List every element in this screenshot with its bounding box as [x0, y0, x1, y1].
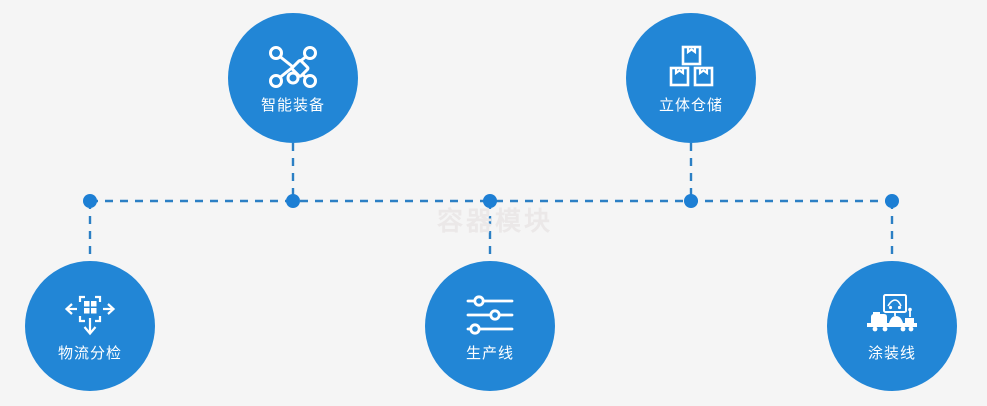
dot-coating — [885, 194, 899, 208]
node-logistics-sorting[interactable]: 物流分检 — [25, 261, 155, 391]
node-label-stereoscopic-warehouse: 立体仓储 — [658, 96, 723, 114]
node-coating-line[interactable]: 涂装线 — [827, 261, 957, 391]
node-production-line[interactable]: 生产线 — [425, 261, 555, 391]
network-nodes-icon — [267, 44, 319, 90]
node-stereoscopic-warehouse[interactable]: 立体仓储 — [626, 13, 756, 143]
node-intelligent-equipment[interactable]: 智能装备 — [228, 13, 358, 143]
dot-equipment — [286, 194, 300, 208]
sorting-arrows-icon — [64, 292, 116, 338]
node-label-logistics-sorting: 物流分检 — [57, 344, 122, 362]
node-label-coating-line: 涂装线 — [867, 344, 916, 362]
node-label-production-line: 生产线 — [465, 344, 514, 362]
node-label-intelligent-equipment: 智能装备 — [260, 96, 325, 114]
paint-booth-icon — [866, 292, 918, 338]
dot-logistics — [83, 194, 97, 208]
dot-production — [483, 194, 497, 208]
dot-warehouse — [684, 194, 698, 208]
sliders-icon — [464, 292, 516, 338]
watermark-text: 容器模块 — [437, 206, 554, 236]
stacked-boxes-icon — [665, 44, 717, 90]
